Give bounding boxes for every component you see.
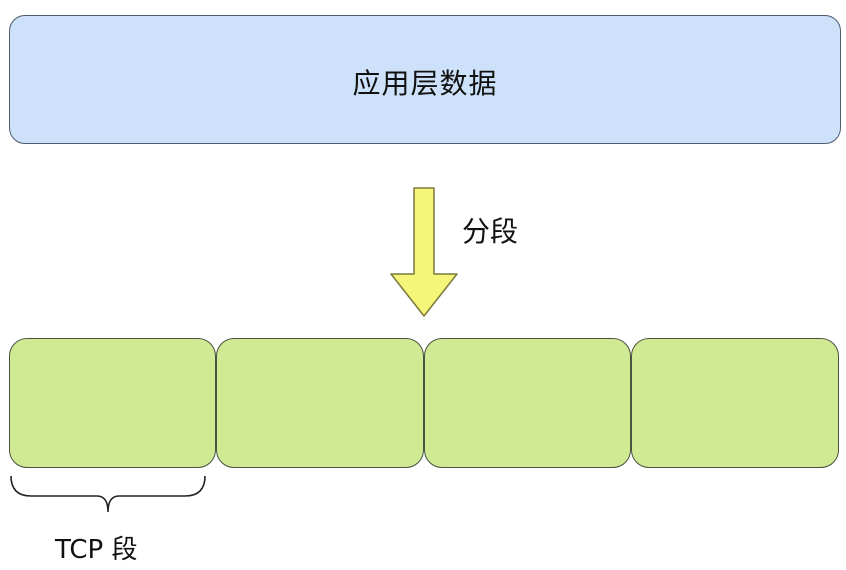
curly-brace-icon (10, 475, 206, 513)
tcp-segment-label: TCP 段 (55, 535, 138, 565)
application-data-label: 应用层数据 (352, 66, 498, 100)
application-data-box: 应用层数据 (9, 15, 841, 144)
tcp-segment-1 (9, 338, 216, 468)
tcp-segment-2 (216, 338, 424, 468)
down-arrow-icon (390, 187, 458, 317)
split-label: 分段 (462, 215, 519, 248)
tcp-segment-3 (424, 338, 631, 468)
tcp-segment-4 (631, 338, 839, 468)
